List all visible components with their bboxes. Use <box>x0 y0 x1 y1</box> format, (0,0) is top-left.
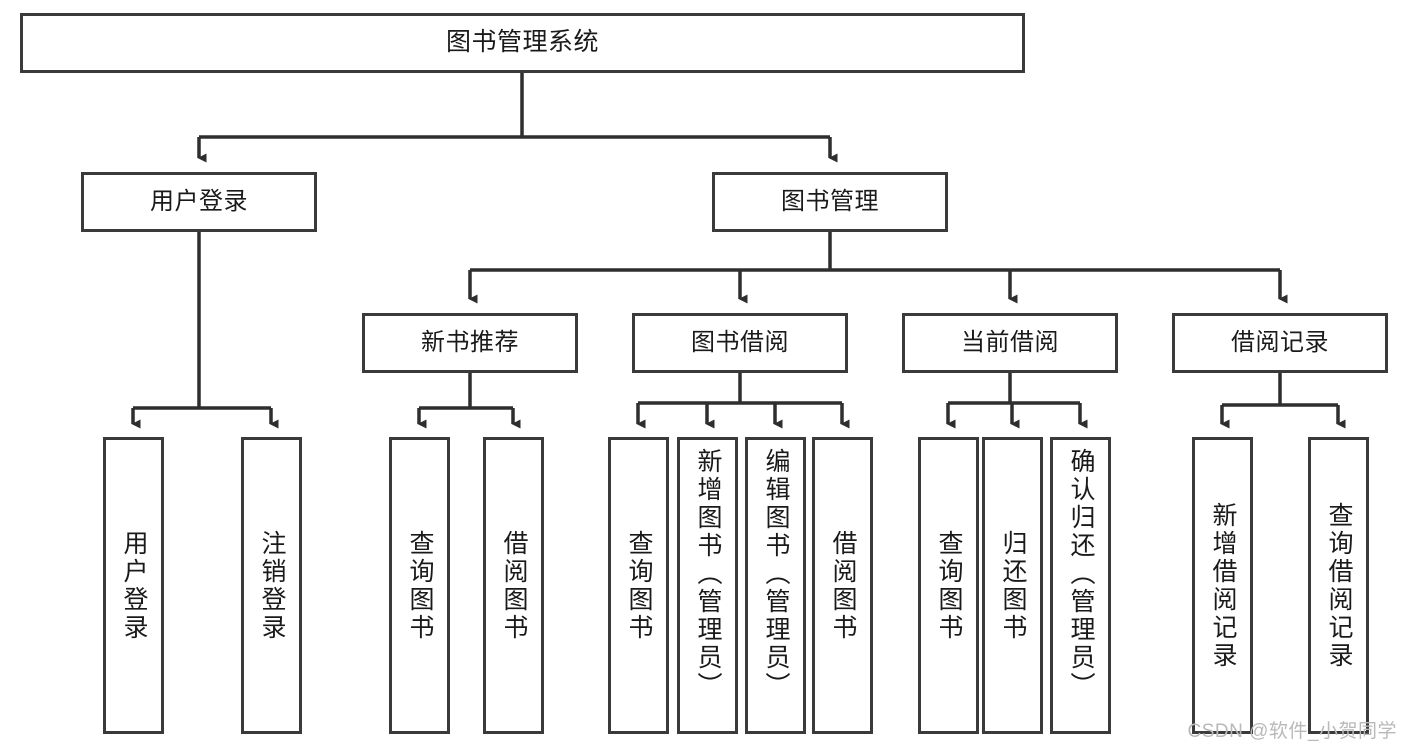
node-label: 用户登录 <box>120 529 148 642</box>
node-label: 借阅图书 <box>500 529 528 642</box>
node-label: 借阅记录 <box>1231 328 1329 356</box>
leaf-book-borrow-edit[interactable]: 编辑图书（管理员） <box>745 437 806 734</box>
node-label: 查询图书 <box>625 529 653 642</box>
node-label: 图书管理系统 <box>445 28 599 57</box>
node-label: 查询图书 <box>406 529 434 642</box>
node-label: 图书借阅 <box>691 328 789 356</box>
node-label: 图书管理 <box>781 187 879 215</box>
node-user-login[interactable]: 用户登录 <box>81 172 317 232</box>
watermark-text: CSDN @软件_小贺同学 <box>1187 721 1397 742</box>
node-book-management[interactable]: 图书管理 <box>712 172 948 232</box>
node-label: 确认归还（管理员） <box>1067 448 1095 700</box>
node-book-management-system[interactable]: 图书管理系统 <box>20 13 1025 73</box>
leaf-book-borrow-add[interactable]: 新增图书（管理员） <box>677 437 738 734</box>
leaf-book-borrow-query[interactable]: 查询图书 <box>608 437 669 734</box>
leaf-current-borrow-confirm-return[interactable]: 确认归还（管理员） <box>1050 437 1111 734</box>
node-label: 当前借阅 <box>961 328 1059 356</box>
node-new-book-recommend[interactable]: 新书推荐 <box>362 313 578 373</box>
leaf-borrow-record-add[interactable]: 新增借阅记录 <box>1192 437 1253 734</box>
leaf-book-borrow-borrow[interactable]: 借阅图书 <box>812 437 873 734</box>
node-current-borrow[interactable]: 当前借阅 <box>902 313 1118 373</box>
node-label: 借阅图书 <box>829 529 857 642</box>
node-label: 用户登录 <box>150 187 248 215</box>
leaf-new-book-borrow[interactable]: 借阅图书 <box>483 437 544 734</box>
node-label: 注销登录 <box>258 529 286 642</box>
node-label: 查询图书 <box>935 529 963 642</box>
leaf-new-book-query[interactable]: 查询图书 <box>389 437 450 734</box>
node-label: 查询借阅记录 <box>1325 501 1353 670</box>
leaf-user-login-signout[interactable]: 注销登录 <box>241 437 302 734</box>
leaf-current-borrow-query[interactable]: 查询图书 <box>918 437 979 734</box>
node-label: 新书推荐 <box>421 328 519 356</box>
node-label: 新增图书（管理员） <box>694 448 722 700</box>
node-label: 新增借阅记录 <box>1209 501 1237 670</box>
node-label: 编辑图书（管理员） <box>762 448 790 700</box>
node-borrow-record[interactable]: 借阅记录 <box>1172 313 1388 373</box>
leaf-borrow-record-query[interactable]: 查询借阅记录 <box>1308 437 1369 734</box>
node-label: 归还图书 <box>999 529 1027 642</box>
node-book-borrow[interactable]: 图书借阅 <box>632 313 848 373</box>
leaf-current-borrow-return[interactable]: 归还图书 <box>982 437 1043 734</box>
leaf-user-login-signin[interactable]: 用户登录 <box>103 437 164 734</box>
